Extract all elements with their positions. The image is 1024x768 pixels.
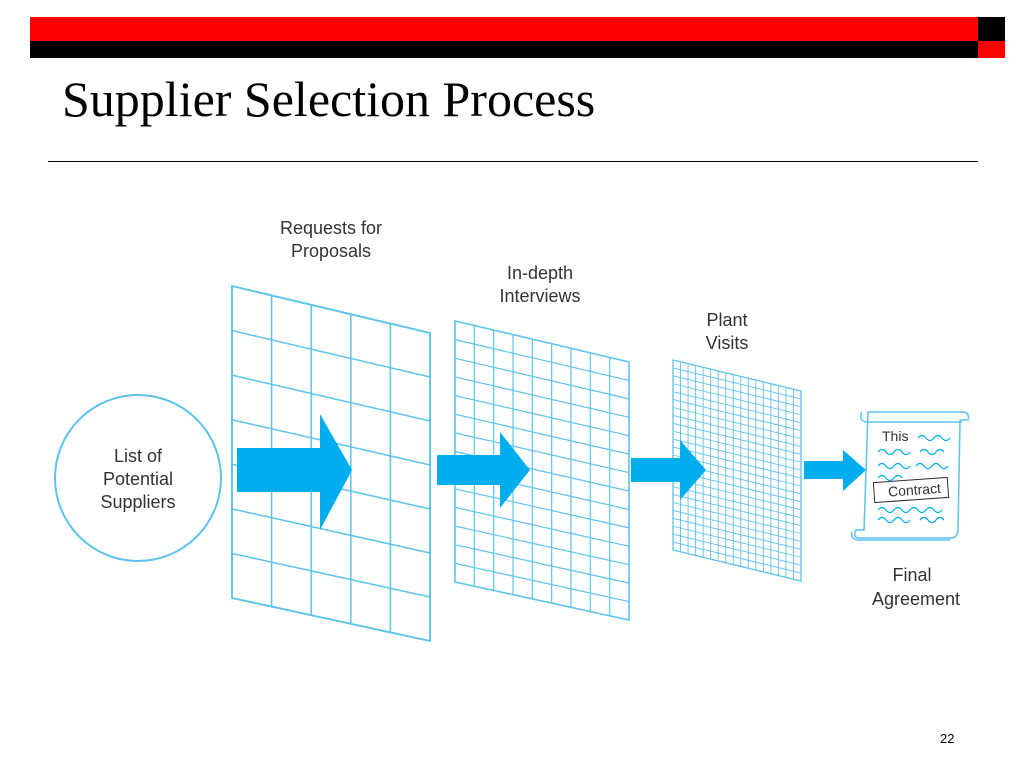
grid-line	[231, 552, 431, 598]
header-band-red	[30, 17, 978, 41]
scroll-body	[853, 411, 970, 539]
grid-line	[454, 432, 630, 474]
grid-line	[672, 525, 802, 558]
scribble-line	[917, 434, 951, 442]
grid-line	[672, 367, 802, 400]
stage-grid-interviews	[454, 319, 630, 621]
grid-line	[672, 486, 802, 519]
slide-title: Supplier Selection Process	[62, 71, 596, 127]
grid-line	[672, 407, 802, 439]
grid-line	[231, 329, 431, 378]
grid-line	[672, 502, 802, 534]
grid-line	[231, 374, 431, 422]
grid-line	[454, 488, 630, 529]
end-label-line-1: Final	[892, 565, 931, 585]
grid-line	[454, 357, 630, 400]
title-rule	[48, 161, 978, 162]
contract-label-box	[872, 476, 950, 504]
grid-line	[672, 399, 802, 432]
grid-line	[454, 413, 630, 455]
stage-label-plant-line-2: Visits	[706, 333, 749, 353]
scribble-line	[877, 462, 949, 470]
grid-line	[672, 414, 802, 447]
grid-line	[672, 375, 802, 408]
scribble-line	[877, 448, 945, 456]
header-band	[30, 17, 978, 58]
scroll-bottom-curl	[850, 531, 950, 541]
scribble-line	[877, 506, 943, 514]
contract-word-this: This	[882, 428, 908, 444]
start-label-line-1: List of	[114, 446, 163, 466]
grid-line	[454, 544, 630, 584]
corner-block-red	[978, 41, 1005, 58]
stage-label-plant-line-1: Plant	[706, 310, 747, 330]
grid-line	[672, 422, 802, 455]
grid-line	[672, 391, 802, 424]
header-band-black	[30, 41, 978, 58]
arrow-right-icon	[631, 440, 706, 500]
start-node: List of Potential Suppliers	[54, 394, 222, 562]
stage-label-interviews-line-1: In-depth	[507, 263, 573, 283]
grid-line	[454, 394, 630, 437]
grid-line	[672, 438, 802, 471]
grid-line	[672, 430, 802, 463]
page-number: 22	[940, 731, 955, 746]
grid-line	[454, 506, 630, 547]
grid-line	[672, 509, 802, 542]
contract-scroll-icon: This Contract	[850, 411, 970, 541]
stage-label-interviews-line-2: Interviews	[499, 286, 580, 306]
start-label-line-3: Suppliers	[100, 492, 175, 512]
grid-line	[231, 508, 431, 554]
stage-label-requests-line-2: Proposals	[291, 241, 371, 261]
grid-line	[672, 533, 802, 566]
grid-line	[454, 376, 630, 418]
grid-line	[672, 494, 802, 527]
start-label-line-2: Potential	[103, 469, 173, 489]
grid-line	[454, 562, 630, 603]
grid-line	[454, 339, 630, 382]
scroll-top-curl	[859, 411, 962, 423]
grid-line	[672, 517, 802, 550]
scribble-line	[877, 516, 945, 524]
scribble-line	[877, 474, 903, 482]
grid-line	[672, 383, 802, 416]
arrow-right-icon	[804, 450, 866, 491]
corner-block-black	[978, 17, 1005, 41]
end-label-line-2: Agreement	[872, 589, 960, 609]
stage-label-requests-line-1: Requests for	[280, 218, 382, 238]
grid-line	[672, 478, 802, 511]
start-circle	[54, 394, 222, 562]
arrow-right-icon	[437, 432, 530, 508]
contract-word-contract: Contract	[887, 480, 941, 500]
stage-grid-plant-visits	[672, 359, 802, 582]
grid-line	[454, 525, 630, 566]
grid-line	[672, 446, 802, 479]
grid-line	[672, 541, 802, 574]
arrow-right-icon	[237, 414, 352, 530]
